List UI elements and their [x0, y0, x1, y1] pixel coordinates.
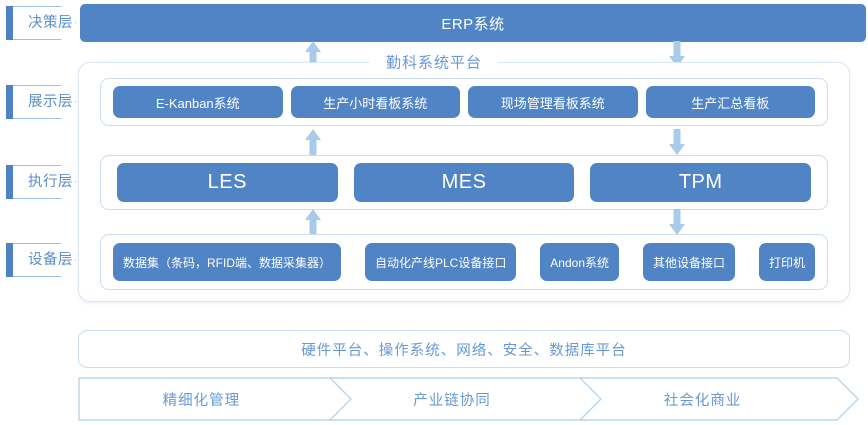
chevron-label: 社会化商业: [663, 392, 742, 409]
layer-tag-accent-bar: [6, 6, 13, 40]
display-layer-row: E-Kanban系统 生产小时看板系统 现场管理看板系统 生产汇总看板: [100, 78, 828, 126]
equipment-item-printer[interactable]: 打印机: [758, 243, 815, 281]
equipment-item-andon[interactable]: Andon系统: [540, 243, 619, 281]
hardware-platform-label: 硬件平台、操作系统、网络、安全、数据库平台: [301, 342, 627, 359]
value-chevron-row: 精细化管理 产业链协同 社会化商业: [78, 377, 860, 421]
arrow-up-erp-icon: [303, 40, 323, 68]
display-item-e-kanban[interactable]: E-Kanban系统: [113, 86, 283, 118]
platform-title: 勤科系统平台: [369, 51, 499, 73]
layer-tag-pennant: 展示层: [13, 85, 76, 119]
chevron-industry-chain-collaboration[interactable]: 产业链协同: [328, 377, 609, 421]
layer-tag-label: 决策层: [28, 15, 73, 31]
arrow-down-exec-icon: [667, 208, 687, 236]
layer-tag-decision: 决策层: [6, 6, 76, 40]
layer-tag-label: 展示层: [28, 94, 73, 110]
layer-tag-label: 设备层: [28, 252, 73, 268]
arrow-up-exec-icon: [303, 208, 323, 236]
layer-tag-equipment: 设备层: [6, 243, 76, 277]
execution-item-mes[interactable]: MES: [353, 163, 575, 202]
execution-layer-row: LES MES TPM: [100, 155, 828, 210]
layer-tag-accent-bar: [6, 243, 13, 277]
display-item-site-management-board[interactable]: 现场管理看板系统: [468, 86, 638, 118]
chevron-label: 产业链协同: [413, 392, 491, 409]
arrow-up-display-icon: [303, 128, 323, 156]
layer-tag-pennant: 设备层: [13, 243, 76, 277]
hardware-platform-bar: 硬件平台、操作系统、网络、安全、数据库平台: [78, 330, 850, 368]
erp-system-bar: ERP系统: [80, 4, 866, 42]
arrow-down-display-icon: [667, 128, 687, 156]
layer-tag-pennant: 决策层: [13, 6, 76, 40]
equipment-item-plc-interface[interactable]: 自动化产线PLC设备接口: [364, 243, 517, 281]
layer-tag-pennant: 执行层: [13, 165, 76, 199]
equipment-item-other-interface[interactable]: 其他设备接口: [642, 243, 735, 281]
chevron-social-business[interactable]: 社会化商业: [579, 377, 860, 421]
erp-system-label: ERP系统: [441, 15, 505, 33]
equipment-item-dataset[interactable]: 数据集（条码，RFID端、数据采集器）: [113, 243, 341, 281]
layer-tag-display: 展示层: [6, 85, 76, 119]
arrow-down-erp-icon: [667, 40, 687, 68]
layer-tag-accent-bar: [6, 165, 13, 199]
layer-tag-execution: 执行层: [6, 165, 76, 199]
layer-tag-accent-bar: [6, 85, 13, 119]
chevron-label: 精细化管理: [162, 392, 241, 409]
equipment-layer-row: 数据集（条码，RFID端、数据采集器） 自动化产线PLC设备接口 Andon系统…: [100, 234, 828, 290]
display-item-production-summary-board[interactable]: 生产汇总看板: [645, 86, 815, 118]
chevron-refined-management[interactable]: 精细化管理: [78, 377, 358, 421]
execution-item-les[interactable]: LES: [117, 163, 338, 202]
display-item-hourly-board[interactable]: 生产小时看板系统: [290, 86, 460, 118]
execution-item-tpm[interactable]: TPM: [590, 163, 812, 202]
layer-tag-label: 执行层: [28, 174, 73, 190]
